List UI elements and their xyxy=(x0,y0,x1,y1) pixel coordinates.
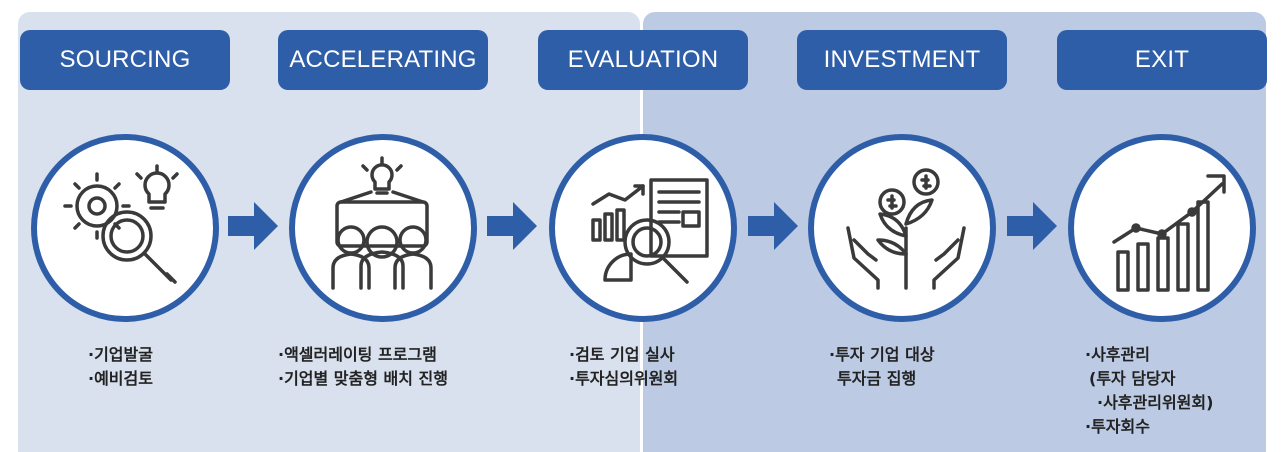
arrow-right-icon xyxy=(748,200,800,252)
description-line: ·투자 기업 대상 xyxy=(829,345,935,364)
stage-title-accelerating: ACCELERATING xyxy=(278,30,488,90)
description-line: ·사후관리 xyxy=(1085,345,1150,364)
report-analysis-icon xyxy=(549,134,737,322)
stage-investment: INVESTMENT ·투자 기업 대상 투자금 집행 xyxy=(797,0,1007,452)
description-line: ·기업별 맞춤형 배치 진행 xyxy=(278,369,448,388)
description-line: ·사후관리위원회) xyxy=(1097,393,1214,412)
stage-title-evaluation: EVALUATION xyxy=(538,30,748,90)
gear-magnifier-bulb-icon xyxy=(31,134,219,322)
stage-description-exit: ·사후관리 (투자 담당자 ·사후관리위원회) ·투자회수 xyxy=(1085,343,1285,439)
stage-description-investment: ·투자 기업 대상 투자금 집행 xyxy=(829,343,1029,391)
description-line: ·투자회수 xyxy=(1085,417,1150,436)
stage-title-exit: EXIT xyxy=(1057,30,1267,90)
description-line: ·투자심의위원회 xyxy=(569,369,679,388)
stage-title-investment: INVESTMENT xyxy=(797,30,1007,90)
stage-title-sourcing: SOURCING xyxy=(20,30,230,90)
money-plant-hands-icon xyxy=(808,134,996,322)
description-line: ·예비검토 xyxy=(88,369,153,388)
growth-chart-icon xyxy=(1068,134,1256,322)
arrow-right-icon xyxy=(228,200,280,252)
team-idea-icon xyxy=(289,134,477,322)
stage-description-accelerating: ·액셀러레이팅 프로그램 ·기업별 맞춤형 배치 진행 xyxy=(278,343,478,391)
arrow-right-icon xyxy=(487,200,539,252)
stage-accelerating: ACCELERATING ·액셀러레이팅 프로그램 ·기업별 맞춤형 배치 진행 xyxy=(278,0,488,452)
arrow-right-icon xyxy=(1007,200,1059,252)
description-line: ·액셀러레이팅 프로그램 xyxy=(278,345,437,364)
description-line: (투자 담당자 xyxy=(1089,369,1176,388)
description-line: ·기업발굴 xyxy=(88,345,153,364)
stage-description-evaluation: ·검토 기업 실사 ·투자심의위원회 xyxy=(569,343,769,391)
stage-description-sourcing: ·기업발굴 ·예비검토 xyxy=(88,343,288,391)
stage-evaluation: EVALUATION ·검토 기업 실사 ·투자심의위원회 xyxy=(538,0,748,452)
stage-sourcing: SOURCING ·기업발굴 ·예비검토 xyxy=(20,0,230,452)
description-line: 투자금 집행 xyxy=(837,369,917,388)
stage-exit: EXIT ·사후관리 (투자 담당자 ·사후관리위원회) ·투자회수 xyxy=(1057,0,1267,452)
description-line: ·검토 기업 실사 xyxy=(569,345,675,364)
